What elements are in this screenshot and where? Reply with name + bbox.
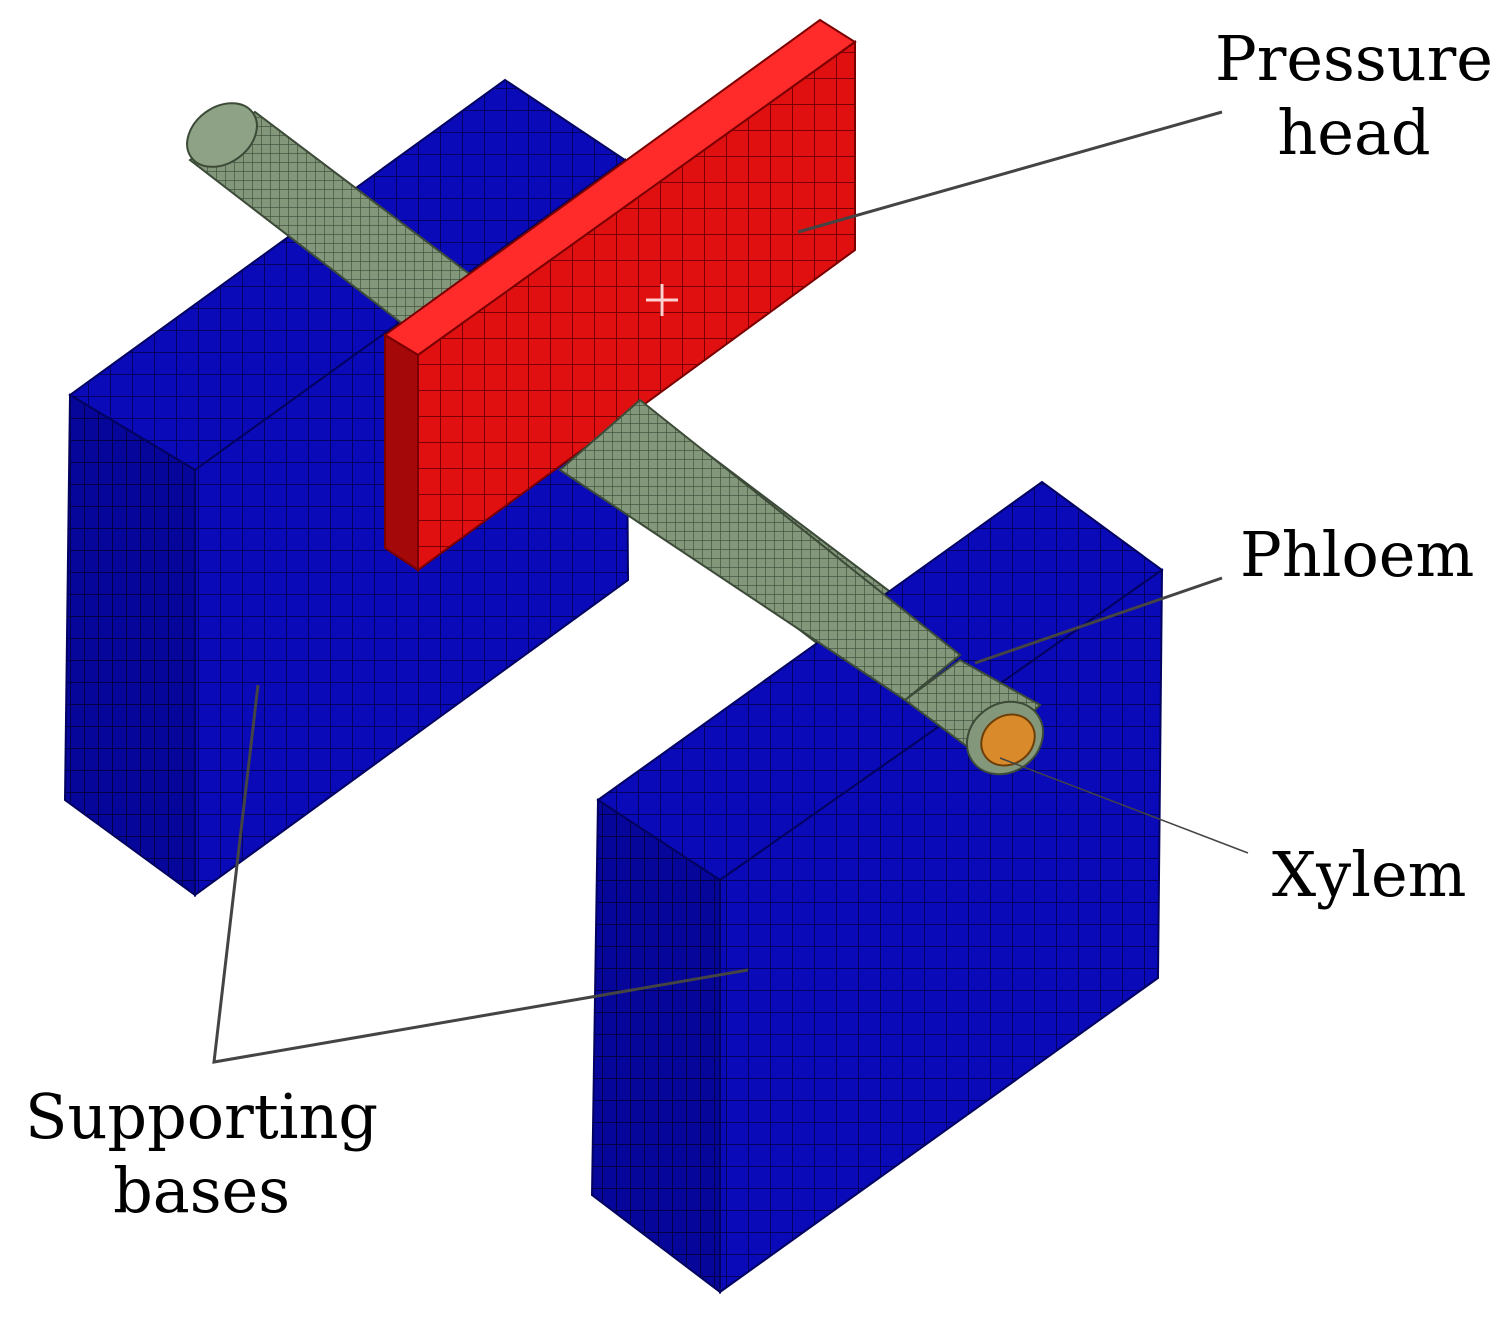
pressure-head-front: [417, 40, 856, 572]
right-base-side: [590, 798, 721, 1295]
label-supporting-bases-line2: bases: [113, 1154, 291, 1227]
label-supporting-bases-line1: Supporting: [25, 1080, 379, 1153]
label-supporting-bases: Supporting bases: [25, 1080, 378, 1228]
label-xylem: Xylem: [1272, 838, 1467, 911]
leader-phloem: [974, 576, 1223, 665]
phloem-end: [903, 658, 1045, 776]
leader-supporting-bases: [212, 684, 749, 1064]
xylem-core: [980, 713, 1036, 767]
phloem-front-segment: [558, 398, 962, 702]
label-pressure-head-line2: head: [1277, 96, 1431, 169]
leader-pressure-head: [797, 110, 1223, 234]
center-cross-icon: [646, 284, 678, 316]
pressure-head: [383, 18, 857, 572]
pressure-head-side: [384, 333, 419, 572]
right-base-front: [719, 568, 1164, 1294]
leader-lines: [212, 110, 1249, 1064]
left-base-side: [63, 393, 196, 897]
label-phloem: Phloem: [1240, 518, 1475, 591]
label-pressure-head: Pressure head: [1215, 22, 1493, 170]
leader-xylem: [999, 757, 1249, 854]
label-pressure-head-line1: Pressure: [1215, 22, 1493, 95]
